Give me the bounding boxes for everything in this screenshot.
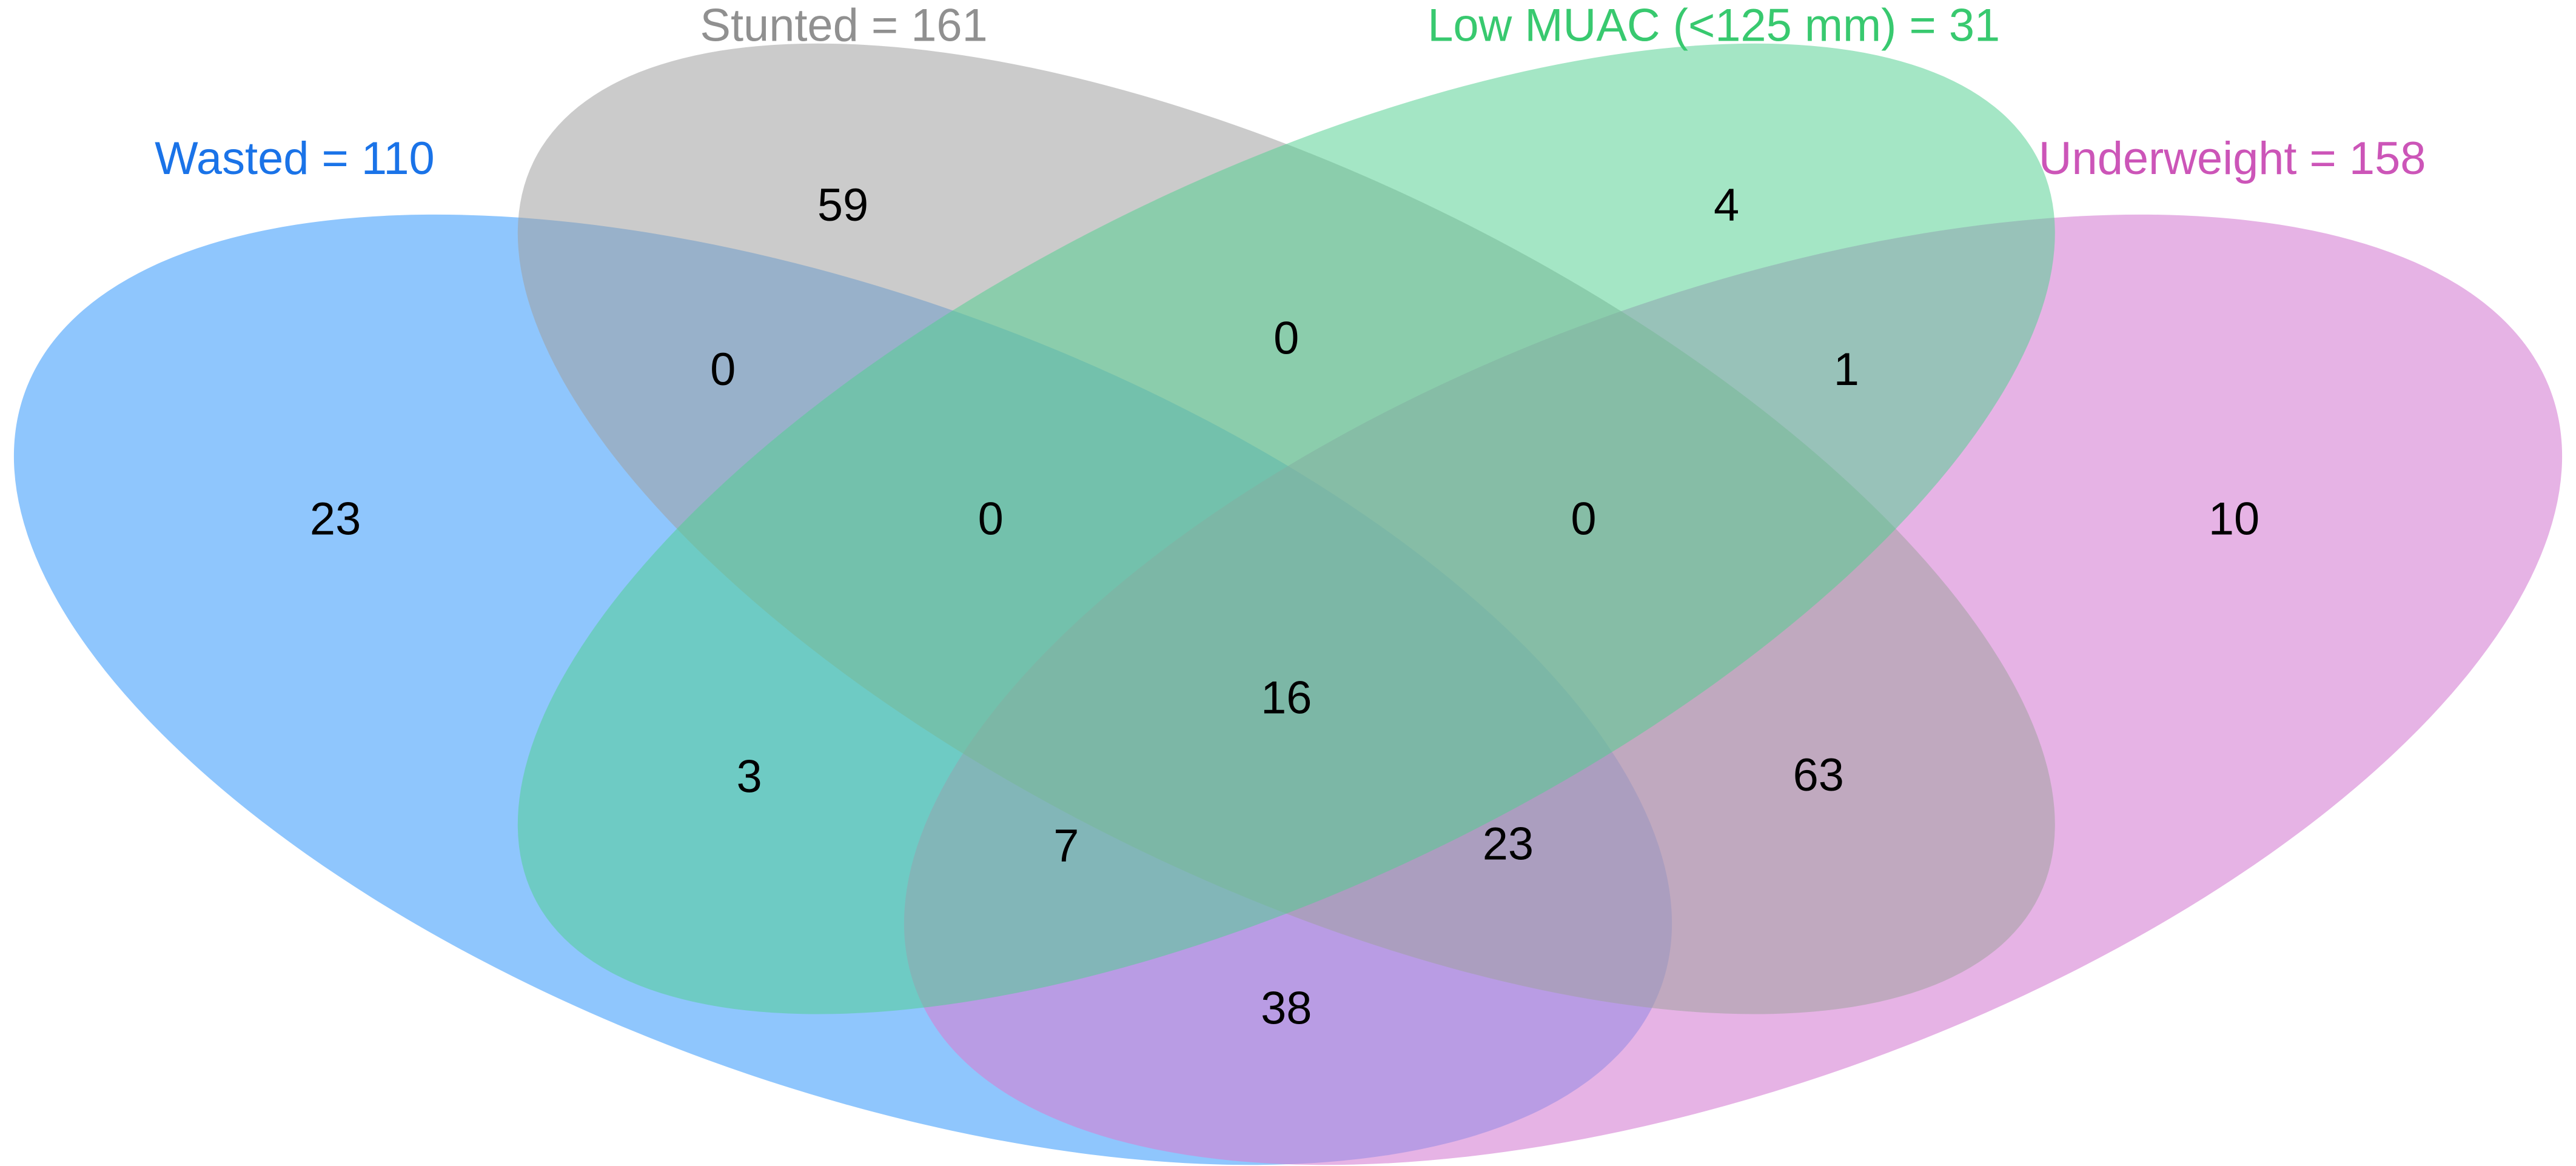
muac-ellipse	[517, 43, 2055, 1014]
count-wasted-only: 23	[310, 493, 361, 544]
count-muac-underweight: 1	[1834, 344, 1859, 395]
count-muac-only: 4	[1714, 179, 1739, 231]
stunted-label: Stunted = 161	[700, 0, 987, 52]
count-wasted-underweight: 38	[1261, 982, 1312, 1034]
count-stunted-only: 59	[817, 179, 868, 231]
count-wasted-stunted-underweight: 23	[1483, 819, 1534, 870]
count-wasted-muac-underweight: 7	[1053, 820, 1079, 871]
count-underweight-only: 10	[2209, 493, 2259, 544]
count-wasted-stunted: 0	[710, 344, 736, 395]
wasted-label: Wasted = 110	[155, 133, 435, 184]
underweight-label: Underweight = 158	[2039, 133, 2426, 184]
count-stunted-muac-underweight: 0	[1571, 493, 1596, 544]
count-stunted-underweight: 63	[1793, 749, 1844, 801]
muac-label: Low MUAC (<125 mm) = 31	[1427, 0, 2000, 52]
count-all-four: 16	[1261, 672, 1312, 724]
count-stunted-muac: 0	[1273, 312, 1299, 364]
count-wasted-muac: 3	[737, 751, 762, 803]
count-wasted-stunted-muac: 0	[978, 493, 1004, 544]
